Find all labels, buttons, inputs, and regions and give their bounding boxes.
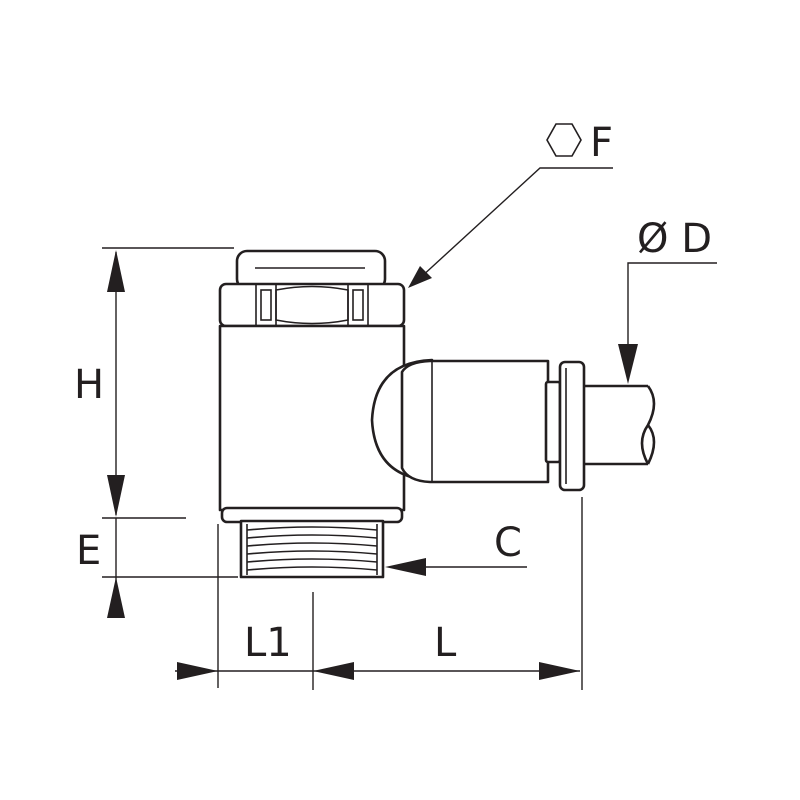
label-c: C bbox=[494, 520, 522, 566]
dimension-e: E bbox=[76, 517, 238, 618]
fitting-body bbox=[218, 249, 406, 579]
label-l1: L1 bbox=[244, 620, 292, 666]
dimension-f: F bbox=[408, 120, 613, 288]
hexagon-icon bbox=[546, 123, 582, 157]
dimension-l1-l: L1 L bbox=[175, 497, 583, 690]
elbow-outlet bbox=[370, 358, 656, 492]
label-h: H bbox=[74, 362, 104, 408]
label-diameter-d: Ø D bbox=[637, 216, 712, 262]
label-l: L bbox=[434, 620, 457, 666]
outlet-body bbox=[400, 359, 550, 484]
dimension-h: H bbox=[74, 247, 234, 517]
label-f: F bbox=[590, 120, 613, 166]
dimension-c: C bbox=[385, 520, 527, 576]
release-collar bbox=[558, 360, 586, 492]
collet-inner bbox=[544, 380, 562, 464]
hex-nut bbox=[218, 282, 406, 328]
tube bbox=[584, 384, 656, 466]
label-e: E bbox=[76, 528, 101, 574]
dimension-d: Ø D bbox=[618, 216, 717, 384]
thread-lines bbox=[246, 524, 378, 575]
